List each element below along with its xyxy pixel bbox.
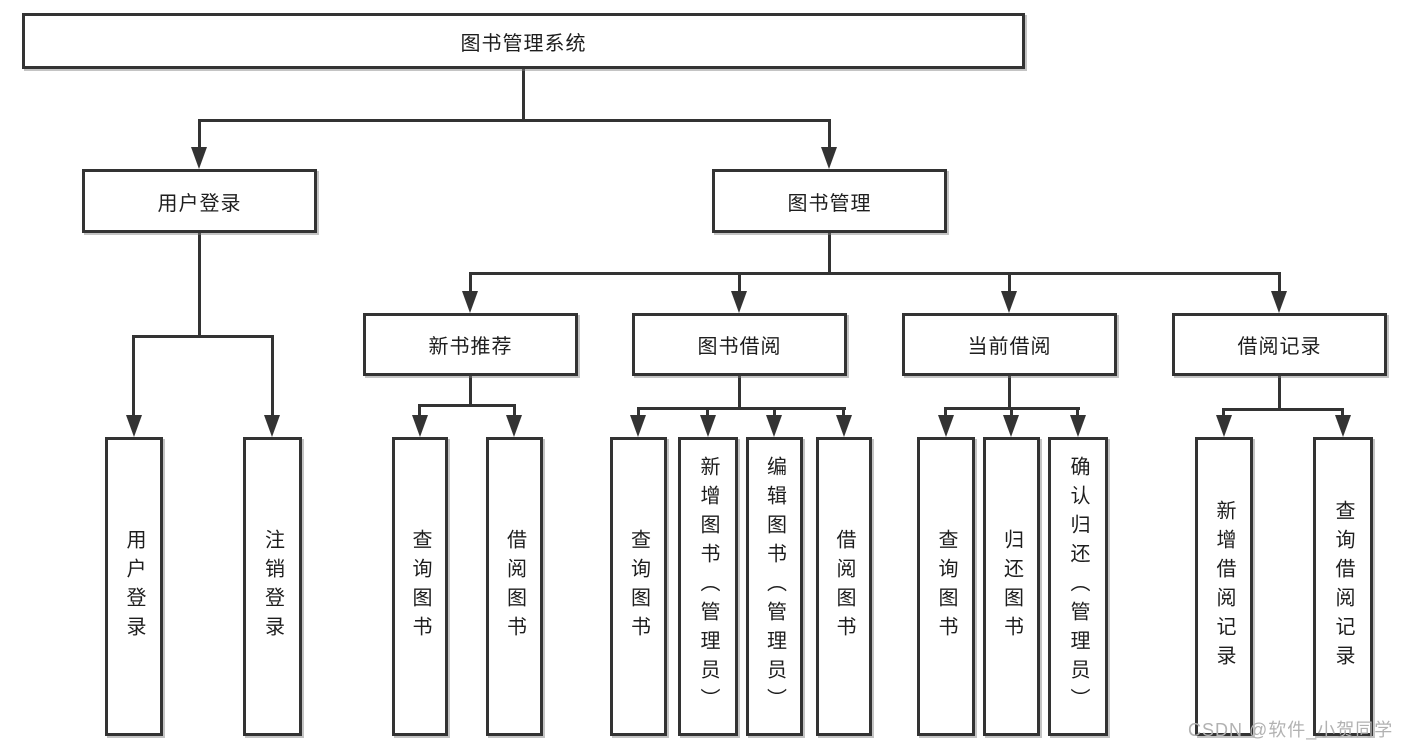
leaf-borrow-query-books-label: 查询图书: [627, 528, 650, 645]
connector-root-stem: [522, 69, 525, 122]
node-borrow-records-label: 借阅记录: [1237, 336, 1322, 358]
leaf-query-borrow-record: 查询借阅记录: [1313, 437, 1373, 736]
connector-records-bar: [1222, 408, 1344, 411]
node-new-book-recommend-label: 新书推荐: [428, 336, 513, 358]
leaf-edit-books-admin: 编辑图书（管理员）: [746, 437, 803, 736]
csdn-watermark: CSDN @软件_小贺同学: [1188, 720, 1394, 740]
arrow-down-icon: [126, 415, 142, 437]
leaf-borrow-query-books: 查询图书: [610, 437, 667, 736]
connector-leaf-shaft: [637, 407, 640, 415]
node-library-system: 图书管理系统: [22, 13, 1025, 69]
node-new-book-recommend: 新书推荐: [363, 313, 578, 376]
arrow-down-icon: [1216, 415, 1232, 437]
connector-l3-shaft: [469, 272, 472, 291]
arrow-down-icon: [1070, 415, 1086, 437]
leaf-current-query-books: 查询图书: [917, 437, 975, 736]
leaf-return-books-label: 归还图书: [1000, 528, 1023, 645]
connector-root-bar: [198, 119, 831, 122]
leaf-current-query-books-label: 查询图书: [935, 528, 957, 645]
arrow-down-icon: [821, 147, 837, 169]
node-current-borrow: 当前借阅: [902, 313, 1117, 376]
connector-borrow-stem: [738, 376, 741, 410]
leaf-user-login-label: 用户登录: [123, 528, 145, 645]
leaf-add-books-admin: 新增图书（管理员）: [678, 437, 738, 736]
node-user-login-label: 用户登录: [157, 192, 242, 215]
arrow-down-icon: [506, 415, 522, 437]
leaf-recommend-borrow-books-label: 借阅图书: [503, 528, 526, 645]
leaf-logout-label: 注销登录: [261, 528, 284, 645]
node-user-login: 用户登录: [82, 169, 317, 233]
connector-leaf-shaft: [773, 407, 776, 415]
leaf-recommend-query-books-label: 查询图书: [409, 528, 431, 645]
arrow-down-icon: [1003, 415, 1019, 437]
connector-leaf-shaft: [706, 407, 709, 415]
leaf-confirm-return-admin: 确认归还（管理员）: [1048, 437, 1108, 736]
arrow-down-icon: [938, 415, 954, 437]
connector-leaf-shaft: [271, 335, 274, 415]
arrow-down-icon: [412, 415, 428, 437]
leaf-user-login: 用户登录: [105, 437, 163, 736]
node-book-borrow: 图书借阅: [632, 313, 847, 376]
leaf-logout: 注销登录: [243, 437, 302, 736]
arrow-down-icon: [191, 147, 207, 169]
connector-leaf-shaft: [418, 404, 421, 415]
leaf-borrow-books-label: 借阅图书: [833, 528, 855, 645]
arrow-down-icon: [731, 291, 747, 313]
node-borrow-records: 借阅记录: [1172, 313, 1387, 376]
leaf-add-books-admin-label: 新增图书（管理员）: [697, 456, 719, 717]
connector-recommend-stem: [469, 376, 472, 407]
connector-leaf-shaft: [513, 404, 516, 415]
leaf-recommend-query-books: 查询图书: [392, 437, 448, 736]
leaf-add-borrow-record: 新增借阅记录: [1195, 437, 1253, 736]
arrow-down-icon: [766, 415, 782, 437]
connector-leaf-shaft: [842, 407, 845, 415]
connector-leaf-shaft: [1076, 407, 1079, 415]
arrow-down-icon: [1271, 291, 1287, 313]
node-book-management-label: 图书管理: [787, 192, 872, 215]
connector-leaf-shaft: [1341, 408, 1344, 415]
connector-leaf-shaft: [1010, 407, 1013, 415]
connector-user-login-shaft: [198, 119, 201, 147]
node-library-system-label: 图书管理系统: [460, 32, 587, 55]
connector-borrow-bar: [637, 407, 846, 410]
arrow-down-icon: [264, 415, 280, 437]
connector-records-stem: [1278, 376, 1281, 411]
arrow-down-icon: [462, 291, 478, 313]
leaf-borrow-books: 借阅图书: [816, 437, 872, 736]
leaf-add-borrow-record-label: 新增借阅记录: [1213, 499, 1235, 674]
arrow-down-icon: [700, 415, 716, 437]
arrow-down-icon: [836, 415, 852, 437]
connector-leaf-shaft: [1222, 408, 1225, 415]
connector-book-mgmt-shaft: [828, 119, 831, 147]
connector-book-mgmt-stem: [828, 233, 831, 275]
leaf-edit-books-admin-label: 编辑图书（管理员）: [763, 456, 786, 717]
connector-leaf-shaft: [944, 407, 947, 415]
connector-book-mgmt-bar: [469, 272, 1281, 275]
connector-l3-shaft: [738, 272, 741, 291]
node-book-borrow-label: 图书借阅: [697, 336, 782, 358]
arrow-down-icon: [1335, 415, 1351, 437]
connector-leaf-shaft: [132, 335, 135, 415]
connector-user-login-bar: [132, 335, 274, 338]
connector-current-stem: [1008, 376, 1011, 410]
leaf-recommend-borrow-books: 借阅图书: [486, 437, 543, 736]
leaf-query-borrow-record-label: 查询借阅记录: [1332, 499, 1354, 674]
connector-l3-shaft: [1008, 272, 1011, 291]
connector-recommend-bar: [418, 404, 516, 407]
node-current-borrow-label: 当前借阅: [967, 336, 1052, 358]
arrow-down-icon: [1001, 291, 1017, 313]
connector-l3-shaft: [1278, 272, 1281, 291]
arrow-down-icon: [630, 415, 646, 437]
leaf-confirm-return-admin-label: 确认归还（管理员）: [1067, 456, 1089, 717]
leaf-return-books: 归还图书: [983, 437, 1040, 736]
node-book-management: 图书管理: [712, 169, 947, 233]
connector-user-login-stem: [198, 233, 201, 338]
